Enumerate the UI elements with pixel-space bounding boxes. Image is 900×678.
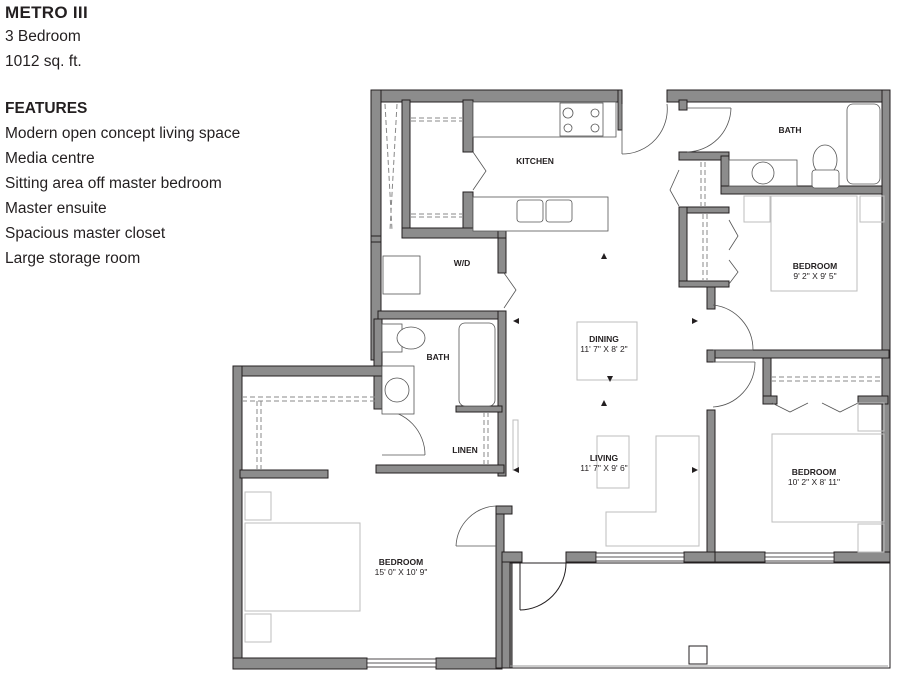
feature-item: Spacious master closet bbox=[5, 225, 166, 242]
room-label-dining: DINING bbox=[589, 334, 619, 344]
room-dims-bedroom-ne: 9' 2" X 9' 5" bbox=[793, 271, 836, 281]
unit-name: METRO III bbox=[5, 3, 88, 22]
room-dims-dining: 11' 7" X 8' 2" bbox=[580, 344, 627, 354]
room-label-kitchen: KITCHEN bbox=[516, 156, 554, 166]
feature-item: Media centre bbox=[5, 150, 95, 167]
feature-item: Modern open concept living space bbox=[5, 125, 241, 142]
furniture bbox=[244, 195, 885, 643]
dining-table-icon bbox=[576, 321, 638, 381]
room-label-bedroom-ne: BEDROOM bbox=[793, 261, 837, 271]
features-list: Modern open concept living space Media c… bbox=[5, 121, 240, 271]
room-dims-bedroom-master: 15' 0" X 10' 9" bbox=[375, 567, 428, 577]
room-label-bath-main: BATH bbox=[427, 352, 450, 362]
feature-item: Large storage room bbox=[5, 250, 141, 267]
walls bbox=[232, 89, 891, 670]
fixtures bbox=[381, 101, 881, 415]
room-labels: KITCHEN BATH BEDROOM 9' 2" X 9' 5" W/D D… bbox=[375, 125, 840, 577]
washer-dryer-icon bbox=[382, 255, 421, 295]
view-markers bbox=[513, 253, 698, 473]
features-heading: FEATURES bbox=[5, 100, 88, 117]
feature-item: Sitting area off master bedroom bbox=[5, 175, 222, 192]
feature-item: Master ensuite bbox=[5, 200, 107, 217]
sofa-icon bbox=[605, 435, 700, 547]
bathtub-icon bbox=[846, 103, 881, 185]
room-label-linen: LINEN bbox=[452, 445, 478, 455]
bathtub-icon bbox=[458, 322, 496, 407]
room-label-bedroom-master: BEDROOM bbox=[379, 557, 423, 567]
balcony bbox=[509, 562, 891, 669]
room-label-wd: W/D bbox=[454, 258, 471, 268]
shelving bbox=[242, 103, 882, 470]
bed-icon bbox=[770, 195, 858, 292]
sink-icon bbox=[751, 161, 775, 185]
unit-info-panel: METRO III 3 Bedroom 1012 sq. ft. FEATURE… bbox=[5, 2, 240, 271]
bed-icon bbox=[771, 433, 885, 523]
windows bbox=[366, 552, 835, 668]
room-dims-living: 11' 7" X 9' 6" bbox=[580, 463, 627, 473]
unit-bedrooms: 3 Bedroom bbox=[5, 28, 81, 45]
sink-icon bbox=[384, 377, 410, 403]
room-label-living: LIVING bbox=[590, 453, 619, 463]
media-centre-icon bbox=[512, 419, 519, 471]
bed-icon bbox=[244, 522, 361, 612]
toilet-icon bbox=[396, 326, 426, 350]
coffee-table-icon bbox=[596, 435, 630, 489]
room-dims-bedroom-e: 10' 2" X 8' 11" bbox=[788, 477, 840, 487]
unit-area: 1012 sq. ft. bbox=[5, 53, 82, 70]
room-label-bedroom-e: BEDROOM bbox=[792, 467, 836, 477]
room-label-bath-ne: BATH bbox=[779, 125, 802, 135]
